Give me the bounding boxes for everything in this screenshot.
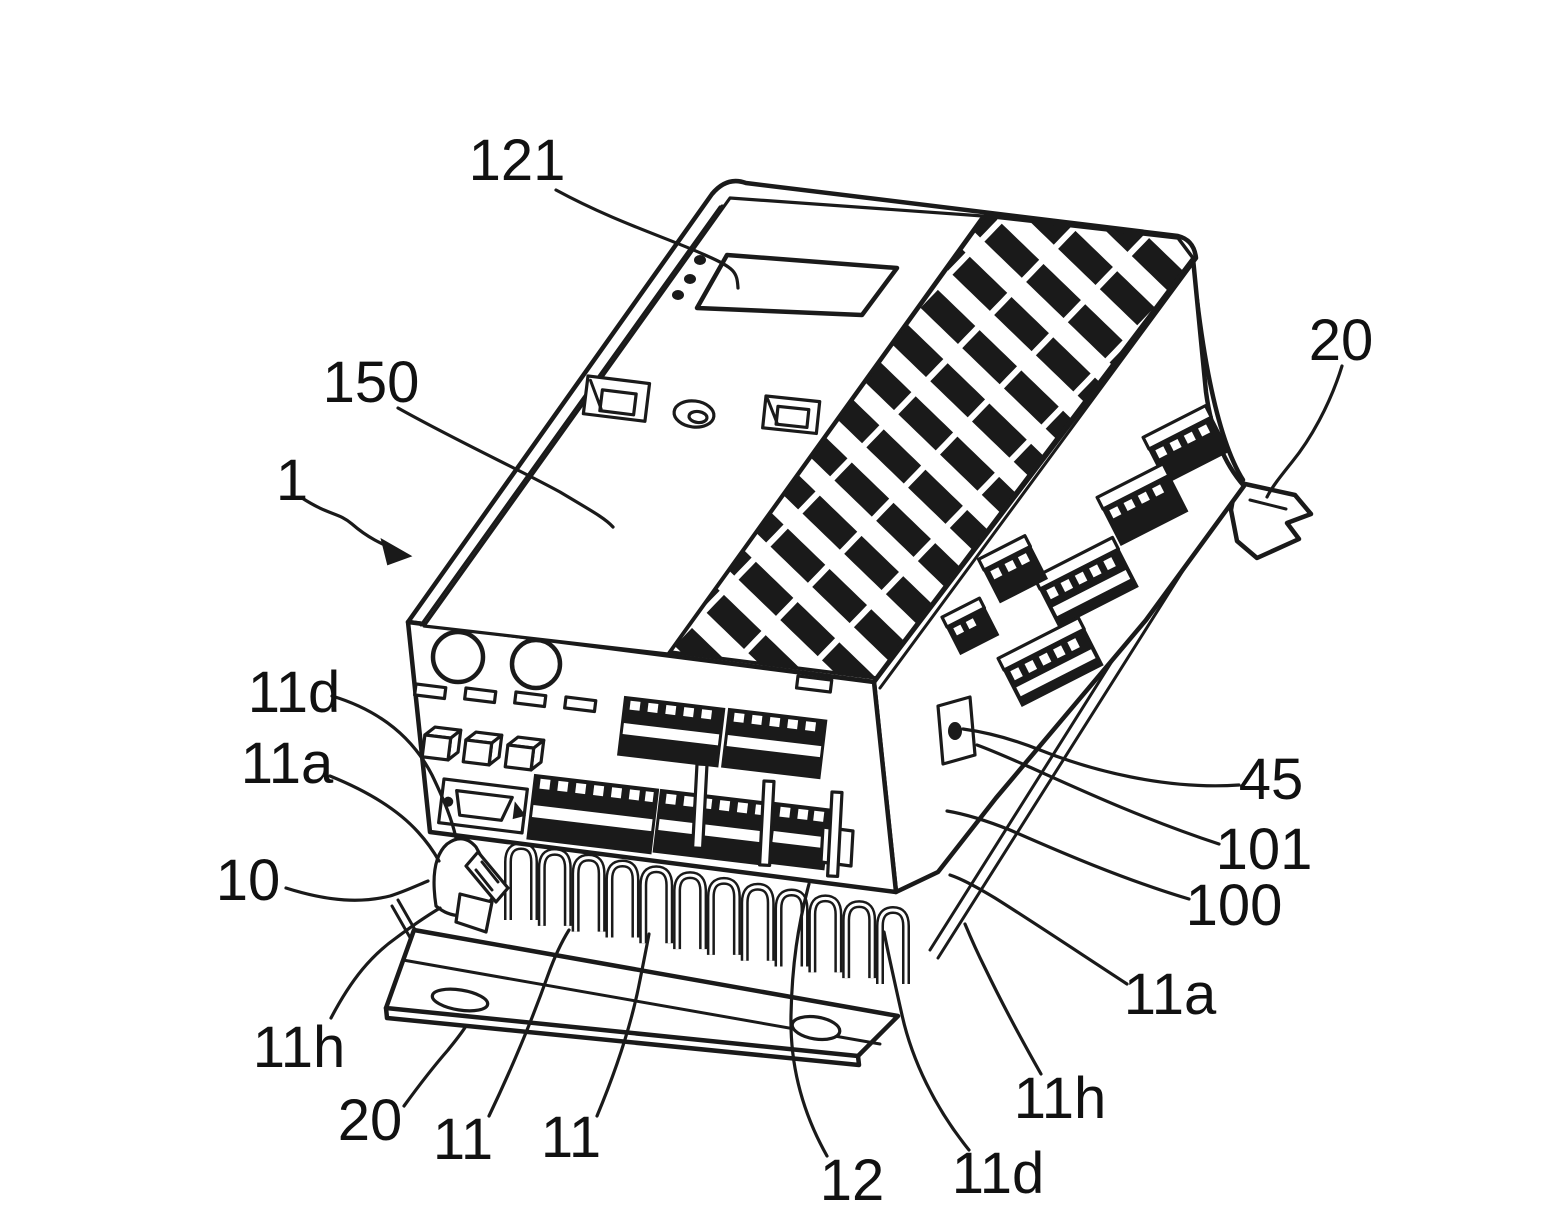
fin-loop bbox=[574, 856, 604, 932]
knockout-circle-right bbox=[509, 637, 563, 691]
leader-10 bbox=[284, 879, 430, 902]
fin-loop bbox=[844, 902, 874, 979]
fin-loop bbox=[639, 865, 674, 944]
din-rail-clip-right bbox=[1228, 479, 1314, 561]
leader-11h-left bbox=[329, 906, 442, 1020]
fin-loop bbox=[537, 847, 572, 926]
fin-loop bbox=[740, 882, 775, 961]
display-window bbox=[694, 252, 900, 318]
ref-label-1: 1 bbox=[276, 448, 308, 513]
leader-12 bbox=[789, 882, 829, 1158]
ref-label-11h-left: 11h bbox=[253, 1015, 345, 1080]
leader-100 bbox=[945, 809, 1191, 901]
terminal-block bbox=[652, 788, 774, 866]
ref-label-10: 10 bbox=[216, 848, 281, 913]
led-icon bbox=[694, 255, 706, 265]
leader-20-bottom-left bbox=[402, 1024, 468, 1108]
dsub-connector bbox=[437, 777, 529, 835]
fin-loop bbox=[641, 867, 671, 944]
fin-loop bbox=[842, 900, 877, 979]
terminal-block bbox=[766, 801, 832, 871]
side-connector-blocks bbox=[940, 404, 1230, 707]
ref-label-11a-right: 11a bbox=[1124, 962, 1217, 1027]
connector-pins bbox=[691, 762, 844, 879]
status-leds bbox=[672, 255, 706, 300]
leader-11a-right bbox=[948, 873, 1129, 986]
ref-label-11-first: 11 bbox=[433, 1107, 493, 1172]
fin-loop bbox=[810, 896, 840, 973]
vent-slots bbox=[413, 674, 834, 714]
leader-11a-left bbox=[328, 774, 441, 863]
ref-label-11a-left: 11a bbox=[241, 731, 334, 796]
square-button-left bbox=[581, 374, 652, 423]
round-button bbox=[672, 399, 716, 429]
leader-11d-bottom-right bbox=[882, 930, 971, 1152]
fin-loop bbox=[506, 844, 536, 920]
leader-11-second bbox=[595, 932, 651, 1118]
leader-45 bbox=[961, 727, 1241, 788]
fixing-hole bbox=[948, 722, 962, 740]
fin-loop bbox=[878, 908, 908, 984]
ref-label-12: 12 bbox=[820, 1148, 885, 1213]
fixing-tab bbox=[936, 695, 977, 766]
fin-loop bbox=[605, 859, 640, 938]
terminal-block bbox=[617, 695, 726, 768]
leader-150 bbox=[396, 406, 615, 529]
fin-loop bbox=[808, 894, 843, 973]
ref-label-11-second: 11 bbox=[541, 1105, 601, 1170]
mounting-hole-left bbox=[430, 987, 490, 1013]
leader-121 bbox=[554, 188, 740, 290]
terminal-block bbox=[526, 773, 660, 855]
ref-label-11d-bottom-right: 11d bbox=[952, 1141, 1044, 1206]
fin-loop bbox=[504, 841, 538, 920]
arrowhead-icon bbox=[380, 537, 413, 566]
leader-11h-bottom-right bbox=[963, 922, 1043, 1076]
reference-numerals: 121 150 1 20 11d 11a 10 11h 20 11 11 12 … bbox=[216, 128, 1374, 1213]
ref-label-150: 150 bbox=[323, 350, 420, 415]
terminal-block bbox=[721, 707, 828, 780]
fin-loop bbox=[673, 871, 708, 950]
fin-loop bbox=[709, 879, 739, 955]
led-icon bbox=[672, 290, 684, 300]
ref-label-121: 121 bbox=[469, 128, 566, 193]
ref-label-11h-bottom-right: 11h bbox=[1014, 1066, 1106, 1131]
knockout-circle-left bbox=[430, 629, 486, 685]
square-button-right bbox=[761, 394, 822, 436]
fin-loop bbox=[540, 850, 570, 926]
leader-11d-left bbox=[330, 694, 458, 840]
ref-label-11d-left: 11d bbox=[248, 660, 340, 725]
ref-label-20-bottom-left: 20 bbox=[338, 1088, 403, 1153]
mounting-plate bbox=[383, 927, 901, 1068]
dip-connectors bbox=[420, 725, 546, 772]
leader-11-first bbox=[487, 928, 571, 1118]
fin-loop bbox=[774, 888, 809, 967]
ref-label-45: 45 bbox=[1239, 747, 1304, 812]
leader-101 bbox=[975, 743, 1221, 846]
din-rail-clip-left bbox=[432, 837, 510, 934]
leader-20-top-right bbox=[1265, 364, 1344, 499]
fin-loop bbox=[706, 876, 741, 955]
fin-loop bbox=[607, 861, 637, 938]
led-icon bbox=[684, 274, 696, 284]
fin-loop bbox=[571, 853, 606, 932]
fin-loop bbox=[743, 885, 773, 961]
leader-lines bbox=[284, 188, 1344, 1158]
ref-label-20-top-right: 20 bbox=[1309, 308, 1374, 373]
ref-label-101: 101 bbox=[1216, 817, 1313, 882]
fin-loop bbox=[675, 873, 705, 950]
ref-label-100: 100 bbox=[1186, 873, 1283, 938]
